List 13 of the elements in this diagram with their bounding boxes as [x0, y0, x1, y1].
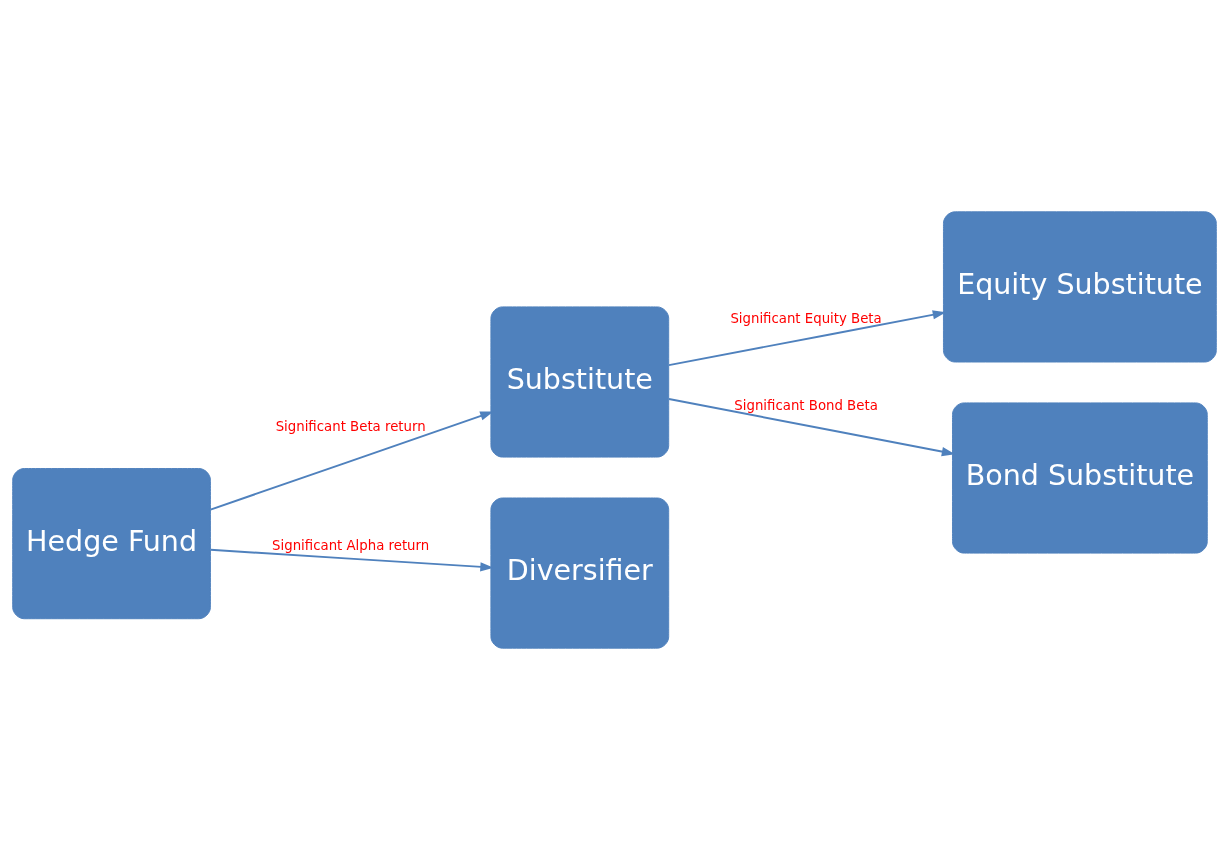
node-box: Diversifier: [490, 497, 670, 649]
edge-label: Significant Equity Beta: [730, 310, 882, 326]
node-box: Bond Substitute: [952, 401, 1208, 554]
arrow: [209, 411, 494, 511]
edge-label: Significant Bond Beta: [734, 397, 878, 413]
arrow: [209, 548, 494, 572]
arrow: [668, 397, 956, 456]
node-box: Substitute: [490, 305, 670, 458]
arrow: [668, 309, 947, 366]
node-box: Equity Substitute: [943, 210, 1217, 362]
edge-label: Significant Alpha return: [272, 537, 430, 553]
node-box: Hedge Fund: [12, 467, 211, 619]
edge-label: Significant Beta return: [275, 418, 426, 434]
